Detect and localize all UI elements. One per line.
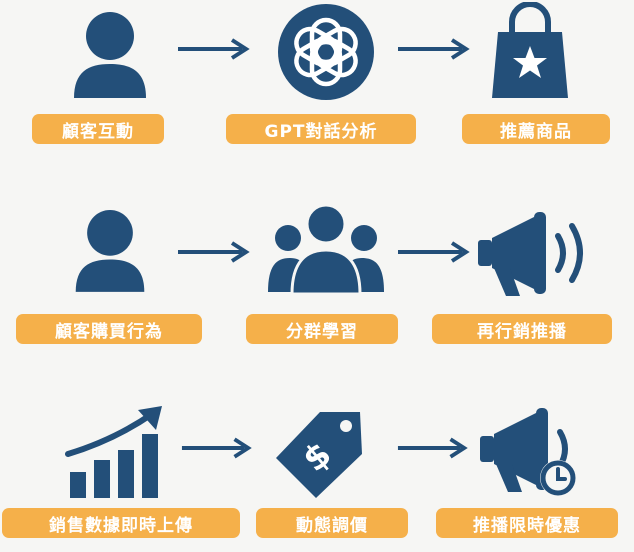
arrow-right-icon xyxy=(176,240,252,264)
step-label: 再行銷推播 xyxy=(432,314,612,344)
price-tag-icon: $ xyxy=(272,406,368,500)
megaphone-clock-icon xyxy=(476,406,586,500)
step-label: 顧客購買行為 xyxy=(16,314,202,344)
arrow-right-icon xyxy=(396,436,470,460)
person-icon xyxy=(68,8,152,100)
step-label: 顧客互動 xyxy=(32,114,164,144)
step-label: GPT對話分析 xyxy=(226,114,416,144)
arrow-right-icon xyxy=(176,37,252,61)
group-icon xyxy=(266,200,386,296)
step-label: 銷售數據即時上傳 xyxy=(2,508,240,538)
megaphone-icon xyxy=(474,208,598,298)
arrow-right-icon xyxy=(396,37,472,61)
shopping-bag-star-icon xyxy=(486,2,574,100)
arrow-right-icon xyxy=(180,436,254,460)
step-label: 動態調價 xyxy=(256,508,408,538)
person-icon xyxy=(70,206,150,294)
growth-chart-icon xyxy=(64,404,168,500)
step-label: 推薦商品 xyxy=(462,114,610,144)
openai-icon xyxy=(276,2,376,102)
step-label: 分群學習 xyxy=(246,314,398,344)
step-label: 推播限時優惠 xyxy=(436,508,618,538)
arrow-right-icon xyxy=(396,240,472,264)
